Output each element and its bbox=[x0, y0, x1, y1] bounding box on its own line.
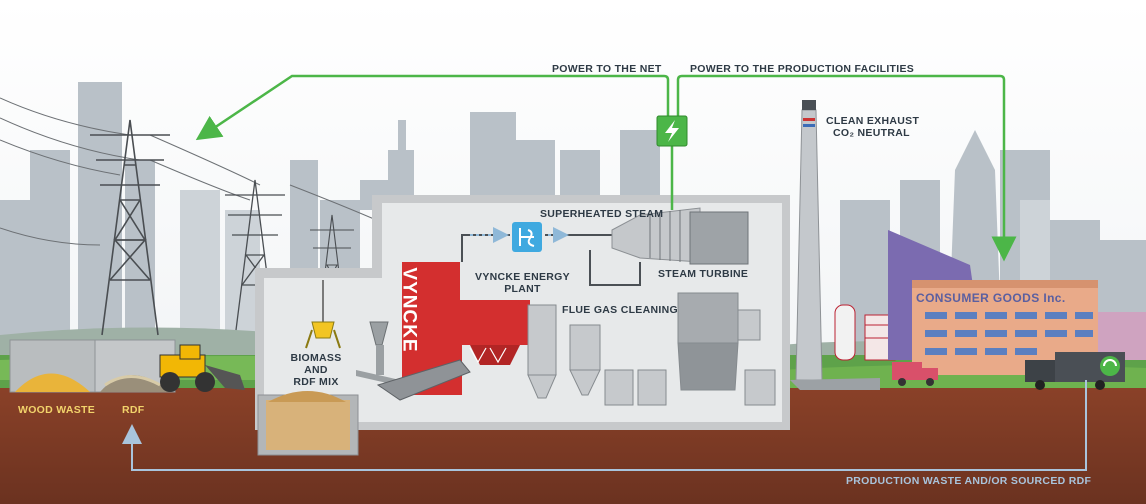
factory-building bbox=[912, 280, 1146, 375]
rdf-label: RDF bbox=[122, 404, 145, 416]
co2-neutral-label: CO₂ NEUTRAL bbox=[833, 127, 910, 139]
wheel-loader bbox=[159, 344, 245, 392]
crane-grab bbox=[305, 280, 341, 349]
company-sign: CONSUMER GOODS Inc. bbox=[916, 291, 1066, 305]
superheated-steam-label: SUPERHEATED STEAM bbox=[540, 208, 664, 220]
heat-exchanger-icon bbox=[512, 222, 542, 252]
energy-plant-label-line2: PLANT bbox=[504, 283, 541, 295]
boiler bbox=[376, 262, 530, 401]
recycle-icon bbox=[1100, 356, 1120, 376]
storage-bins bbox=[9, 339, 176, 393]
wood-waste-label: WOOD WASTE bbox=[18, 404, 96, 416]
steam-turbine-label: STEAM TURBINE bbox=[658, 268, 749, 280]
biomass-label-line1: BIOMASS bbox=[290, 352, 342, 364]
return-line bbox=[122, 380, 1087, 471]
energy-plant-label-line1: VYNCKE ENERGY bbox=[475, 271, 570, 283]
biomass-label-line3: RDF MIX bbox=[293, 376, 339, 388]
flue-gas-cleaning-label: FLUE GAS CLEANING bbox=[562, 304, 678, 316]
fuel-pit bbox=[257, 391, 359, 456]
biomass-label-line2: AND bbox=[304, 364, 328, 376]
lightning-bolt-icon bbox=[656, 115, 688, 147]
power-flow-lines bbox=[195, 74, 1017, 262]
pylon-large bbox=[90, 119, 170, 336]
chimney bbox=[795, 100, 823, 381]
power-to-production-label: POWER TO THE PRODUCTION FACILITIES bbox=[690, 63, 915, 75]
production-waste-label: PRODUCTION WASTE AND/OR SOURCED RDF bbox=[846, 475, 1092, 487]
clean-exhaust-label: CLEAN EXHAUST bbox=[826, 115, 920, 127]
steam-turbine bbox=[611, 207, 749, 265]
flue-gas-equipment bbox=[527, 292, 776, 406]
brand-logo: VYNCKE bbox=[399, 267, 420, 353]
delivery-truck bbox=[892, 362, 938, 386]
power-to-net-label: POWER TO THE NET bbox=[552, 63, 662, 75]
waste-truck bbox=[1025, 352, 1125, 390]
